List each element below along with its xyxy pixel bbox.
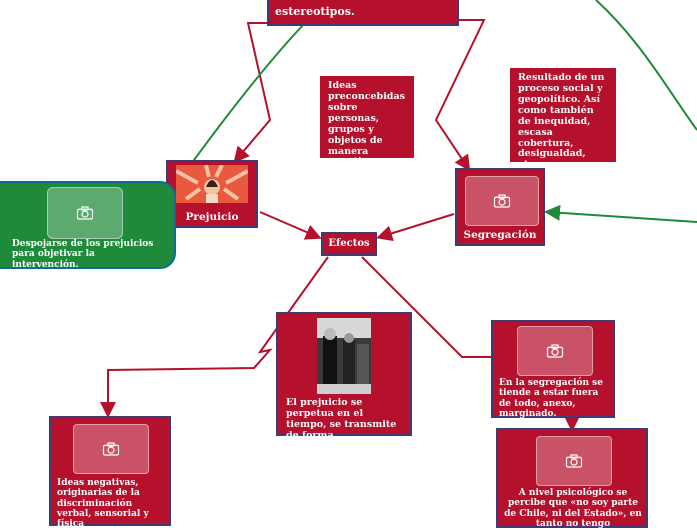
link-top-despojarse [177,23,305,183]
psicologico-node[interactable]: A nivel psicológico se percibe que «no s… [496,428,648,530]
resultado-node[interactable]: Resultado de un proceso social y geopolí… [510,68,616,170]
segregacion-node[interactable]: Segregación [455,168,545,246]
psicologico-image-placeholder [536,436,612,486]
link-offscreen-segregacion [544,204,697,223]
definicion-node[interactable]: Ideas preconcebidas sobre personas, grup… [320,76,414,167]
camera-icon [546,344,564,358]
link-efectos-ideas [100,256,329,418]
resultado-text: Resultado de un proceso social y geopolí… [518,72,605,171]
psicologico-text: A nivel psicológico se percibe que «no s… [504,488,642,530]
link-segregacion-efectos [376,213,455,242]
afuera-image-placeholder [517,326,593,376]
afuera-node[interactable]: En la segregación se tiende a estar fuer… [491,320,615,420]
camera-icon [565,454,583,468]
link-prejuicio-efectos [259,211,322,240]
despojarse-image-placeholder [47,187,123,239]
afuera-text: En la segregación se tiende a estar fuer… [499,378,603,420]
link-offscreen-top [595,0,697,131]
camera-icon [493,194,511,208]
segregacion-label: Segregación [463,229,537,241]
efectos-node[interactable]: Efectos [321,232,377,256]
link-top-prejuicio [233,22,272,164]
definicion-text: Ideas preconcebidas sobre personas, grup… [328,80,405,168]
prejuicio-node[interactable]: Prejuicio [166,160,258,228]
ideas-negativas-image-placeholder [73,424,149,474]
estereotipos-text: estereotipos. [275,5,355,18]
perpetua-node[interactable]: El prejuicio se perpetua en el tiempo, s… [276,312,412,452]
ideas-negativas-node[interactable]: Ideas negativas, originarias de la discr… [49,416,171,529]
prejuicio-illustration [176,165,248,203]
ideas-negativas-text: Ideas negativas, originarias de la discr… [57,478,149,530]
link-top-segregacion [434,19,486,172]
camera-icon [102,442,120,456]
estereotipos-node[interactable]: estereotipos. [267,0,459,26]
prejuicio-label: Prejuicio [185,211,239,223]
despojarse-node[interactable]: Despojarse de los prejuicios para objeti… [0,181,176,270]
segregacion-image-placeholder [465,176,539,226]
link-efectos-afuera [361,256,492,358]
perpetua-text: El prejuicio se perpetua en el tiempo, s… [286,397,397,452]
perpetua-photo [317,318,371,394]
despojarse-text: Despojarse de los prejuicios para objeti… [12,239,154,270]
efectos-label: Efectos [328,238,370,249]
camera-icon [76,206,94,220]
